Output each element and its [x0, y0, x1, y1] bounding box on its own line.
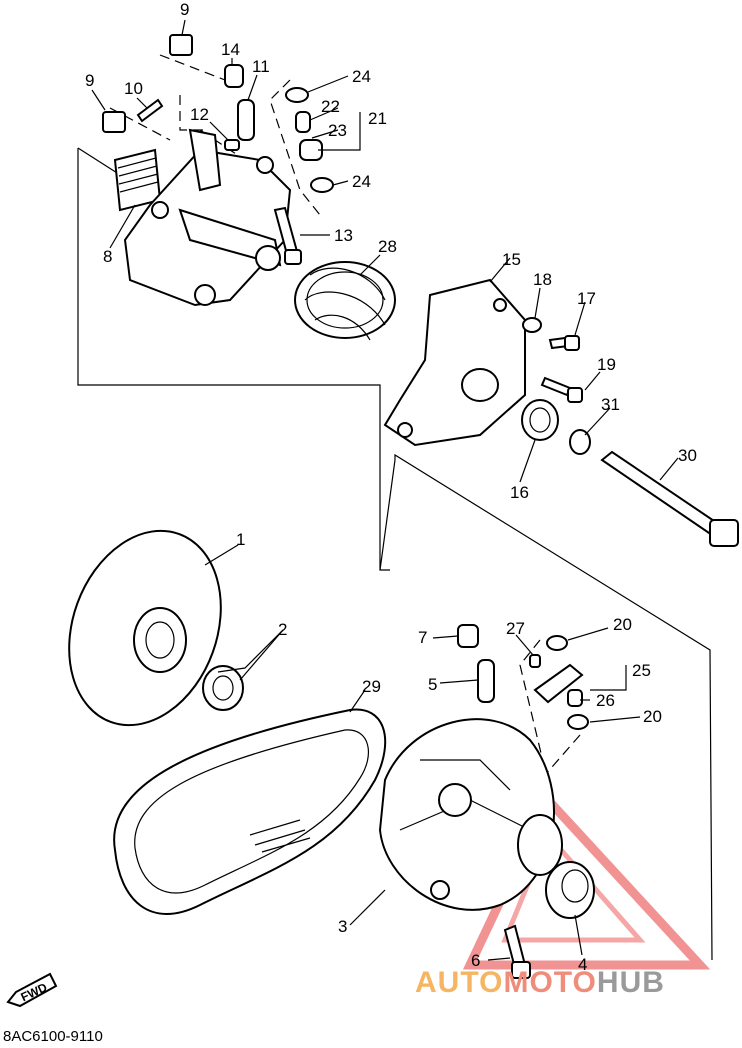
callout-18: 18	[533, 270, 552, 289]
part-25-26-arm	[533, 663, 584, 707]
part-28-spring	[294, 261, 396, 341]
callout-26: 26	[596, 691, 615, 710]
part-18-washer	[522, 317, 542, 333]
part-24-washer	[285, 87, 334, 193]
callout-28: 28	[378, 237, 397, 256]
part-27-pin	[529, 654, 541, 668]
watermark-moto: MOTO	[503, 966, 597, 999]
part-17-bolt	[548, 335, 580, 351]
callout-12: 12	[190, 105, 209, 124]
watermark-hub: HUB	[596, 966, 665, 999]
fwd-label: FWD	[19, 980, 50, 1004]
callout-20-bottom: 20	[643, 707, 662, 726]
callout-13: 13	[334, 226, 353, 245]
callout-5: 5	[428, 675, 437, 694]
callout-22: 22	[321, 97, 340, 116]
callout-labels: 8 9 9 10 11 12 13 14 24 24 22 23 21 28 1…	[85, 0, 697, 974]
part-12-pin	[224, 139, 240, 151]
forward-arrow-icon: FWD	[6, 972, 58, 1008]
part-15-cover	[383, 278, 526, 447]
callout-14: 14	[221, 40, 240, 59]
part-5-collar	[477, 659, 495, 703]
part-9-slider	[102, 34, 193, 133]
callout-8: 8	[103, 247, 112, 266]
callout-24-bottom: 24	[352, 172, 371, 191]
diagram-code: 8AC6100-9110	[3, 1028, 103, 1045]
callout-20-top: 20	[613, 615, 632, 634]
callout-16: 16	[510, 483, 529, 502]
callout-10: 10	[124, 79, 143, 98]
part-20-washer	[546, 635, 589, 730]
part-19-bolt	[540, 376, 583, 403]
callout-29: 29	[362, 677, 381, 696]
part-10-pin	[136, 98, 164, 123]
part-31-washer	[569, 429, 591, 455]
callout-2: 2	[278, 620, 287, 639]
callout-1: 1	[236, 530, 245, 549]
callout-19: 19	[597, 355, 616, 374]
watermark-logo: AUTOMOTOHUB	[415, 966, 665, 1000]
part-3-secondary-sheave	[378, 718, 563, 911]
part-21-22-23-weight	[295, 111, 323, 161]
part-14-cap	[224, 64, 244, 88]
part-29-v-belt	[113, 708, 387, 915]
callout-6: 6	[471, 951, 480, 970]
callout-30: 30	[678, 446, 697, 465]
callout-11: 11	[252, 57, 270, 76]
callout-9-left: 9	[85, 71, 94, 90]
part-8-sliding-sheave-hub	[113, 128, 292, 307]
callout-27: 27	[506, 619, 525, 638]
assembly-boundary-lines	[77, 54, 713, 961]
part-4-bushing	[545, 861, 595, 919]
watermark-auto: AUTO	[415, 966, 504, 999]
callout-24-top: 24	[352, 67, 371, 86]
callout-9-top: 9	[180, 0, 189, 19]
part-30-long-bolt	[600, 450, 739, 547]
callout-31: 31	[601, 395, 620, 414]
callout-7: 7	[418, 628, 427, 647]
callout-21: 21	[368, 109, 387, 128]
part-7-cap	[457, 624, 479, 648]
leader-lines	[91, 19, 679, 961]
callout-3: 3	[338, 917, 347, 936]
callout-23: 23	[328, 121, 347, 140]
callout-4: 4	[578, 955, 587, 974]
part-1-fixed-sheave	[68, 529, 222, 727]
callout-17: 17	[577, 289, 596, 308]
part-6-bolt	[503, 924, 531, 979]
part-2-collar	[202, 665, 244, 711]
part-11-collar	[237, 99, 255, 141]
part-13-bolt	[273, 206, 302, 265]
callout-15: 15	[502, 250, 521, 269]
callout-25: 25	[632, 661, 651, 680]
part-16-bushing	[521, 399, 559, 441]
